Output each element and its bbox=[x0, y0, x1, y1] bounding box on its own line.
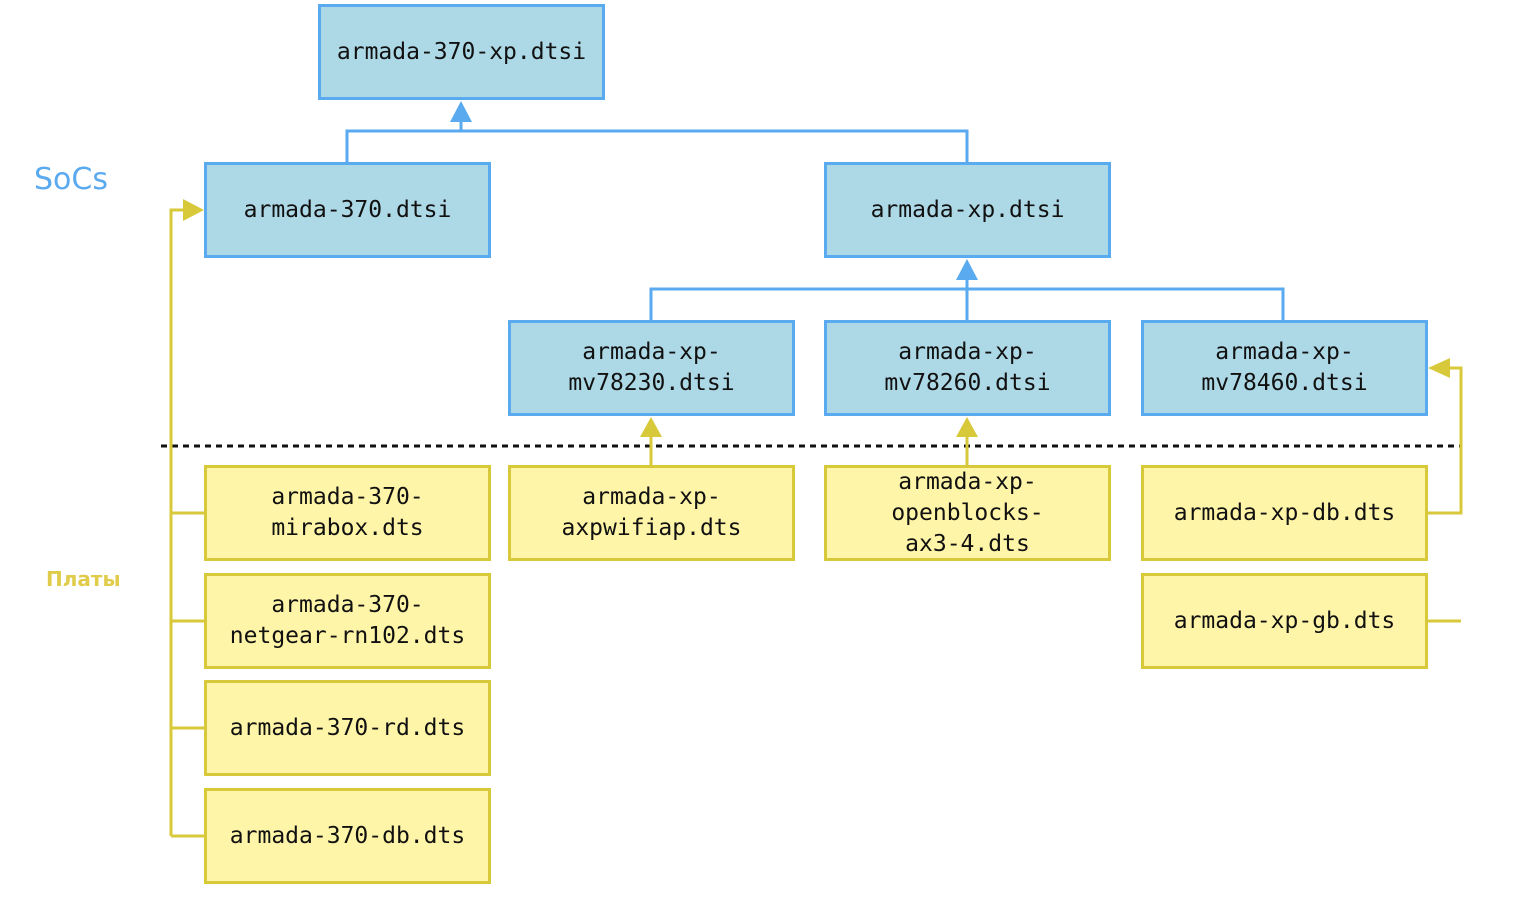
edge-370boards-trunk bbox=[169, 208, 190, 836]
node-armada-370-netgear-rn102: armada-370- netgear-rn102.dts bbox=[204, 573, 491, 669]
node-armada-xp-db: armada-xp-db.dts bbox=[1141, 465, 1428, 561]
node-armada-370-db: armada-370-db.dts bbox=[204, 788, 491, 884]
node-label: armada-xp- mv78460.dtsi bbox=[1201, 339, 1368, 396]
edge-mv78460-to-xp bbox=[967, 287, 1285, 320]
node-label: armada-370-xp.dtsi bbox=[336, 38, 587, 65]
node-armada-xp: armada-xp.dtsi bbox=[824, 162, 1111, 258]
node-label: armada-xp- axpwifiap.dts bbox=[561, 484, 742, 541]
node-label: armada-xp- mv78260.dtsi bbox=[884, 339, 1051, 396]
arrowhead-xp bbox=[956, 259, 978, 280]
arrowhead-mv78260 bbox=[956, 417, 978, 437]
node-armada-xp-mv78460: armada-xp- mv78460.dtsi bbox=[1141, 320, 1428, 416]
node-armada-370-mirabox: armada-370- mirabox.dts bbox=[204, 465, 491, 561]
node-label: armada-xp-db.dts bbox=[1173, 499, 1396, 526]
node-label: armada-370- mirabox.dts bbox=[271, 484, 424, 541]
node-armada-xp-axpwifiap: armada-xp- axpwifiap.dts bbox=[508, 465, 795, 561]
edge-370-to-370xp bbox=[345, 129, 461, 162]
arrowhead-mv78460 bbox=[1428, 358, 1450, 378]
edge-mv78230-to-xp bbox=[649, 287, 967, 320]
socs-label: SoCs bbox=[34, 162, 108, 197]
arrowhead-mv78230 bbox=[640, 417, 662, 437]
node-label: armada-xp- mv78230.dtsi bbox=[568, 339, 735, 396]
node-label: armada-370-db.dts bbox=[229, 822, 466, 849]
node-label: armada-370- netgear-rn102.dts bbox=[229, 592, 466, 649]
edge-db-to-mv78460 bbox=[1427, 366, 1463, 515]
edge-xp-to-370xp bbox=[459, 108, 969, 162]
boards-label: Платы bbox=[46, 567, 121, 591]
node-armada-xp-openblocks-ax3-4: armada-xp- openblocks- ax3-4.dts bbox=[824, 465, 1111, 561]
node-armada-xp-mv78260: armada-xp- mv78260.dtsi bbox=[824, 320, 1111, 416]
node-armada-xp-mv78230: armada-xp- mv78230.dtsi bbox=[508, 320, 795, 416]
arrowhead-370xp bbox=[450, 101, 472, 122]
node-label: armada-xp.dtsi bbox=[870, 196, 1065, 223]
node-armada-370-xp: armada-370-xp.dtsi bbox=[318, 4, 605, 100]
node-armada-370: armada-370.dtsi bbox=[204, 162, 491, 258]
node-label: armada-370-rd.dts bbox=[229, 714, 466, 741]
node-armada-370-rd: armada-370-rd.dts bbox=[204, 680, 491, 776]
node-label: armada-370.dtsi bbox=[243, 196, 452, 223]
node-label: armada-xp-gb.dts bbox=[1173, 607, 1396, 634]
arrowhead-370 bbox=[183, 199, 204, 221]
node-label: armada-xp- openblocks- ax3-4.dts bbox=[891, 468, 1044, 557]
node-armada-xp-gb: armada-xp-gb.dts bbox=[1141, 573, 1428, 669]
